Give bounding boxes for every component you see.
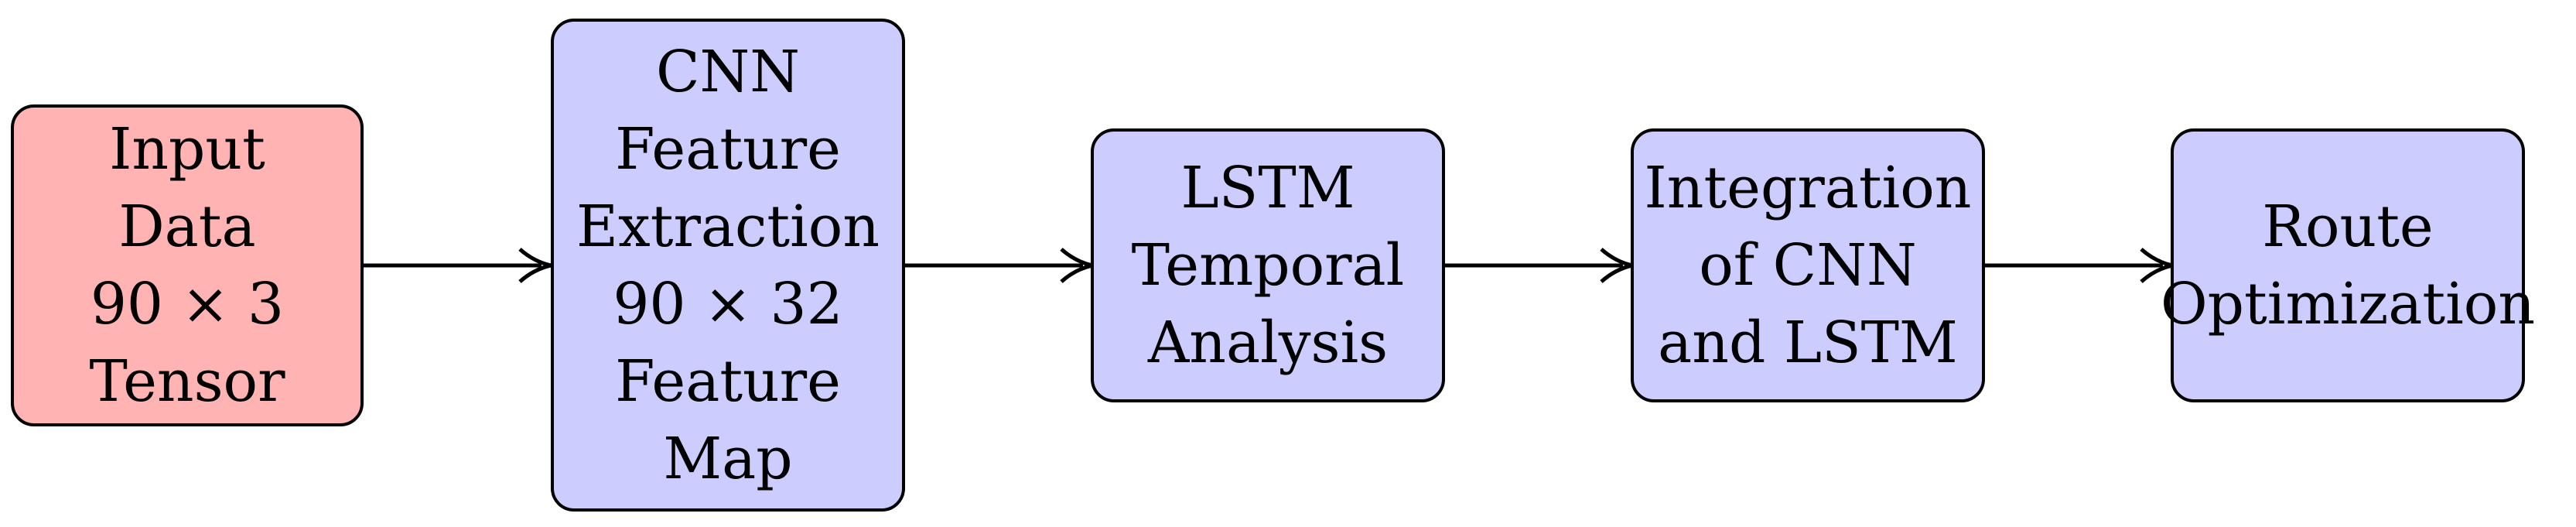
node-cnn-line-5: Feature bbox=[615, 347, 841, 415]
node-route-line-2: Optimization bbox=[2161, 271, 2535, 337]
node-input-data-line-2: Data bbox=[118, 193, 256, 260]
node-cnn-line-3: Extraction bbox=[576, 193, 880, 260]
node-lstm-line-2: Temporal bbox=[1131, 232, 1405, 299]
node-cnn-line-4: 90 × 32 bbox=[613, 270, 843, 337]
node-lstm-line-1: LSTM bbox=[1180, 155, 1355, 221]
node-cnn-line-2: Feature bbox=[615, 115, 841, 183]
node-integration-line-2: of CNN bbox=[1699, 232, 1917, 299]
node-input-data-line-3: 90 × 3 bbox=[90, 271, 285, 337]
node-route-line-1: Route bbox=[2262, 193, 2434, 260]
node-lstm-line-3: Analysis bbox=[1147, 310, 1389, 376]
node-cnn-feature-extraction: CNN Feature Extraction 90 × 32 Feature M… bbox=[551, 19, 905, 512]
node-lstm-temporal-analysis: LSTM Temporal Analysis bbox=[1091, 128, 1445, 402]
node-input-data-line-1: Input bbox=[109, 116, 265, 183]
node-input-data-line-4: Tensor bbox=[89, 348, 285, 415]
node-cnn-line-6: Map bbox=[663, 425, 793, 492]
node-integration: Integration of CNN and LSTM bbox=[1631, 128, 1985, 402]
node-integration-line-1: Integration bbox=[1644, 155, 1972, 221]
node-integration-line-3: and LSTM bbox=[1658, 310, 1958, 376]
node-input-data: Input Data 90 × 3 Tensor bbox=[11, 104, 364, 426]
node-route-optimization: Route Optimization bbox=[2161, 128, 2535, 402]
node-cnn-line-1: CNN bbox=[655, 38, 801, 105]
